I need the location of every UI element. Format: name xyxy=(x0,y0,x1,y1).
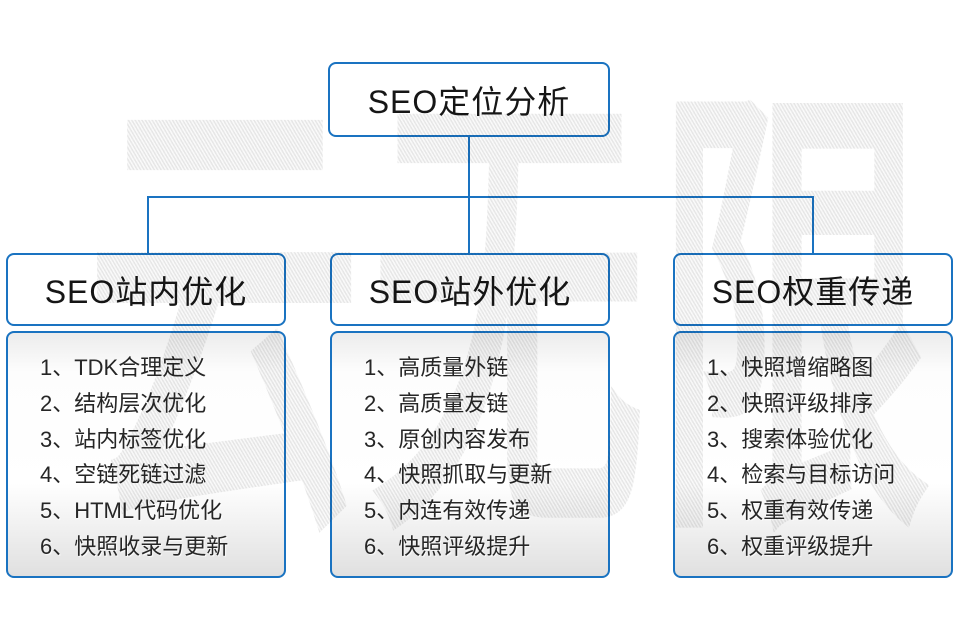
root-node: SEO定位分析 xyxy=(328,62,610,137)
list-item: 2、高质量友链 xyxy=(364,390,509,416)
list-item: 1、TDK合理定义 xyxy=(40,355,207,380)
offsite-header-title: SEO站外优化 xyxy=(368,273,572,310)
weight-header-title: SEO权重传递 xyxy=(711,273,915,310)
list-item: 4、检索与目标访问 xyxy=(707,462,896,488)
list-item: 3、搜索体验优化 xyxy=(707,426,874,452)
connector-horizontal xyxy=(147,196,814,198)
weight-list-node: 1、快照增缩略图 2、快照评级排序 3、搜索体验优化 4、检索与目标访问 5、权… xyxy=(673,331,953,578)
list-item: 3、原创内容发布 xyxy=(364,426,531,452)
list-item: 5、内连有效传递 xyxy=(364,498,531,524)
offsite-list-node: 1、高质量外链 2、高质量友链 3、原创内容发布 4、快照抓取与更新 5、内连有… xyxy=(330,331,610,578)
list-item: 5、权重有效传递 xyxy=(707,498,874,524)
connector-root-drop xyxy=(468,136,470,197)
list-item: 2、快照评级排序 xyxy=(707,390,874,416)
list-item: 3、站内标签优化 xyxy=(40,426,207,452)
connector-middle-drop xyxy=(468,197,470,254)
list-item: 4、空链死链过滤 xyxy=(40,462,207,488)
list-item: 5、HTML代码优化 xyxy=(40,498,223,524)
list-item: 6、快照收录与更新 xyxy=(40,533,229,559)
list-item: 1、高质量外链 xyxy=(364,355,509,380)
onsite-header-node: SEO站内优化 xyxy=(6,253,286,326)
list-item: 2、结构层次优化 xyxy=(40,390,207,416)
weight-header-node: SEO权重传递 xyxy=(673,253,953,326)
onsite-header-title: SEO站内优化 xyxy=(44,273,248,310)
list-item: 6、快照评级提升 xyxy=(364,533,531,559)
offsite-header-node: SEO站外优化 xyxy=(330,253,610,326)
root-node-title: SEO定位分析 xyxy=(367,83,571,120)
onsite-list-node: 1、TDK合理定义 2、结构层次优化 3、站内标签优化 4、空链死链过滤 5、H… xyxy=(6,331,286,578)
list-item: 6、权重评级提升 xyxy=(707,533,874,559)
list-item: 1、快照增缩略图 xyxy=(707,355,874,380)
list-item: 4、快照抓取与更新 xyxy=(364,462,553,488)
connector-right-drop xyxy=(812,197,814,254)
connector-left-drop xyxy=(147,197,149,254)
